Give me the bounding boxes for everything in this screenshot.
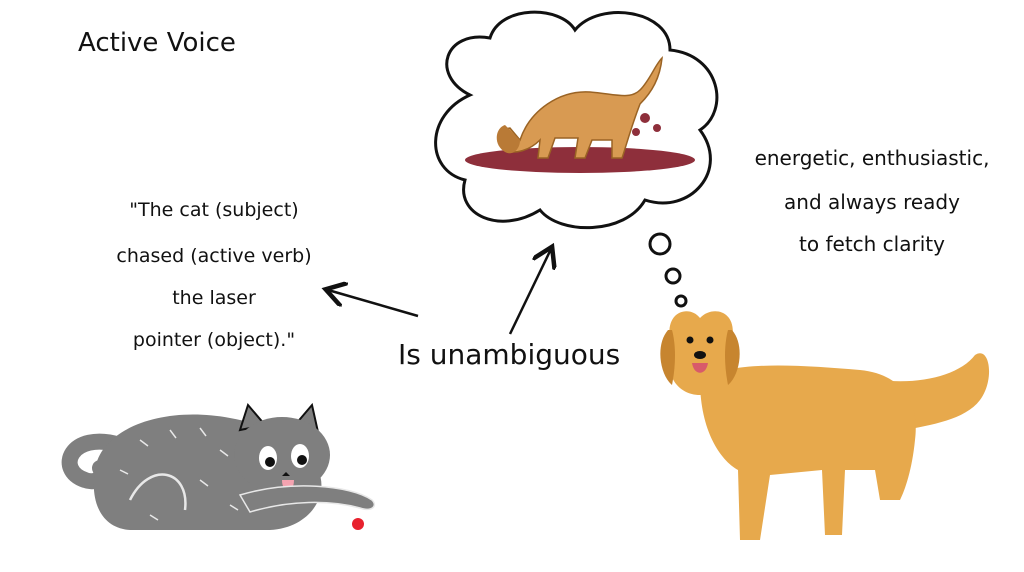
dog-body [700,365,916,540]
cat-paw [238,485,376,513]
cat-leg-outline [128,473,187,511]
center-label: Is unambiguous [398,338,621,371]
cat-illustration [61,402,376,530]
example-line: pointer (object)." [132,329,296,351]
example-line: the laser [172,287,256,309]
dog-tongue [692,363,708,373]
dog-eye-right [706,336,714,344]
arrow-to-thought [508,249,551,335]
mud-patch [465,147,695,173]
dog-description-line: energetic, enthusiastic, [754,146,990,170]
digging-dog-illustration [465,55,695,173]
example-line: "The cat (subject) [129,199,299,221]
slide-title: Active Voice [78,28,236,58]
golden-retriever-illustration [660,311,990,540]
thought-bubble-medium [664,267,682,285]
dog-eye-left [686,336,694,344]
laser-dot [352,518,364,530]
thought-bubble-small [674,294,688,308]
dog-description-line: to fetch clarity [799,232,945,256]
example-line: chased (active verb) [116,245,312,267]
cat-head [234,417,330,493]
dog-nose [694,351,706,359]
thought-bubble-large [648,232,672,256]
arrow-to-example [328,290,419,318]
dog-description-line: and always ready [784,190,960,214]
